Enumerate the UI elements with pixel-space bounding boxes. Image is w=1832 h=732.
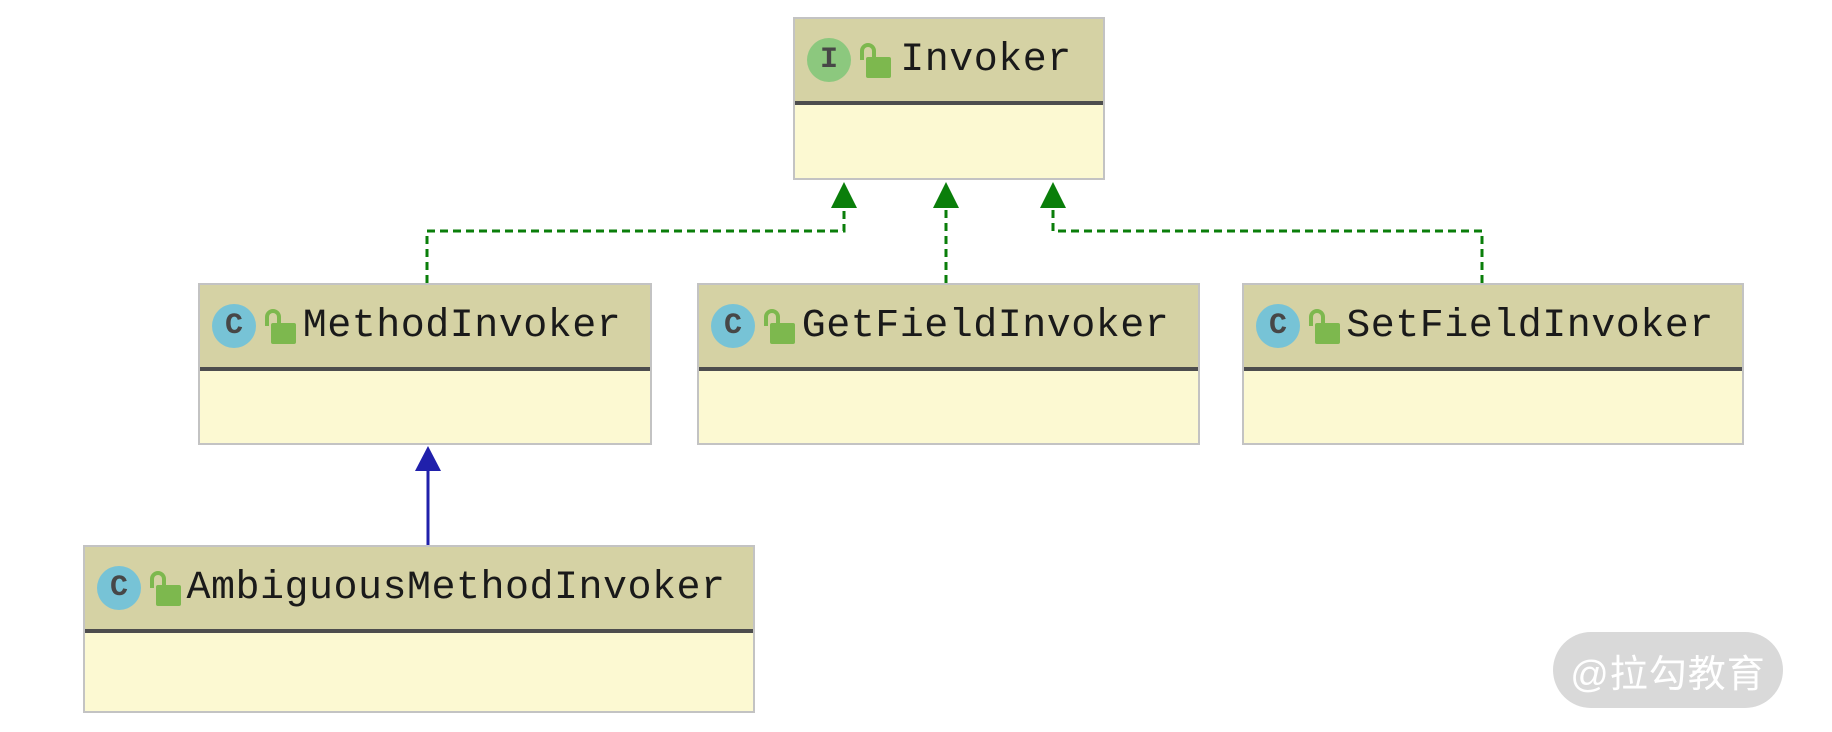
node-title: SetFieldInvoker [1346, 303, 1714, 349]
edge-getfieldinvoker-implements-invoker [933, 182, 959, 283]
unlocked-icon [860, 42, 891, 79]
interface-icon: I [807, 38, 851, 82]
node-header: C SetFieldInvoker [1244, 285, 1742, 371]
unlocked-icon [150, 570, 181, 607]
class-icon: C [711, 304, 755, 348]
node-title: AmbiguousMethodInvoker [186, 565, 726, 611]
class-node-getfieldinvoker[interactable]: C GetFieldInvoker [697, 283, 1200, 445]
class-node-invoker[interactable]: I Invoker [793, 17, 1105, 180]
unlocked-icon [265, 308, 296, 345]
node-header: C AmbiguousMethodInvoker [85, 547, 753, 633]
watermark-label: @拉勾教育 [1570, 653, 1766, 696]
class-icon: C [97, 566, 141, 610]
class-node-setfieldinvoker[interactable]: C SetFieldInvoker [1242, 283, 1744, 445]
node-header: C GetFieldInvoker [699, 285, 1198, 371]
node-title: Invoker [900, 37, 1072, 83]
node-title: GetFieldInvoker [801, 303, 1170, 349]
edge-setfieldinvoker-implements-invoker [1040, 182, 1484, 283]
node-title: MethodInvoker [302, 303, 622, 349]
class-node-ambiguousmethodinvoker[interactable]: C AmbiguousMethodInvoker [83, 545, 755, 713]
class-icon: C [1256, 304, 1300, 348]
unlocked-icon [1309, 308, 1340, 345]
edge-ambiguousmethodinvoker-extends-methodinvoker [415, 446, 441, 545]
node-header: I Invoker [795, 19, 1103, 105]
class-node-methodinvoker[interactable]: C MethodInvoker [198, 283, 652, 445]
unlocked-icon [764, 308, 795, 345]
node-header: C MethodInvoker [200, 285, 650, 371]
edge-methodinvoker-implements-invoker [425, 182, 857, 283]
class-icon: C [212, 304, 256, 348]
watermark-badge: @拉勾教育 [1553, 632, 1783, 708]
